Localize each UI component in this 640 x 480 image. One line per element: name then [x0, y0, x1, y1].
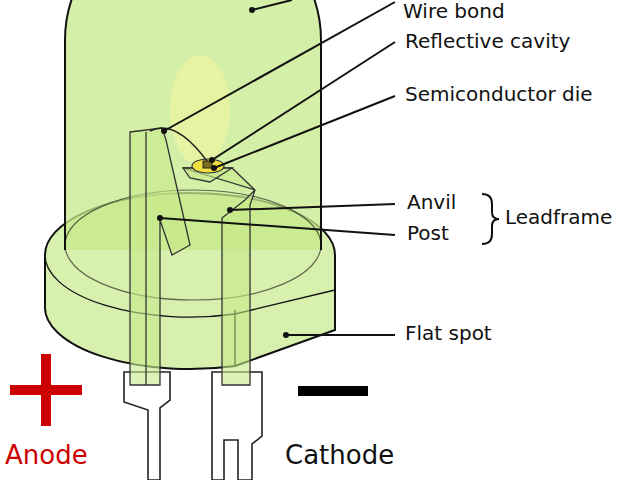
- leadframe-bracket: [482, 194, 499, 244]
- part-label: Wire bond: [403, 0, 505, 23]
- part-label: Anvil: [407, 191, 456, 214]
- part-label: Flat spot: [405, 322, 492, 345]
- group-label: Leadframe: [505, 206, 612, 229]
- anvil: [183, 168, 255, 385]
- part-label: Semiconductor die: [405, 83, 593, 106]
- dome-base: [65, 190, 321, 300]
- minus-symbol: [298, 386, 368, 396]
- epoxy-dome: [65, 0, 321, 250]
- part-label: Post: [407, 222, 449, 245]
- wire-bond: [150, 128, 207, 161]
- lead-pins: [124, 372, 262, 480]
- pin-name: Anode: [5, 441, 88, 471]
- part-label: Reflective cavity: [405, 30, 570, 53]
- pin-name: Cathode: [285, 441, 394, 471]
- leader-lines: [160, 0, 395, 335]
- plus-symbol: [10, 354, 82, 426]
- leader-dots: [157, 7, 289, 338]
- post: [130, 128, 190, 385]
- flange-edge: [45, 255, 335, 317]
